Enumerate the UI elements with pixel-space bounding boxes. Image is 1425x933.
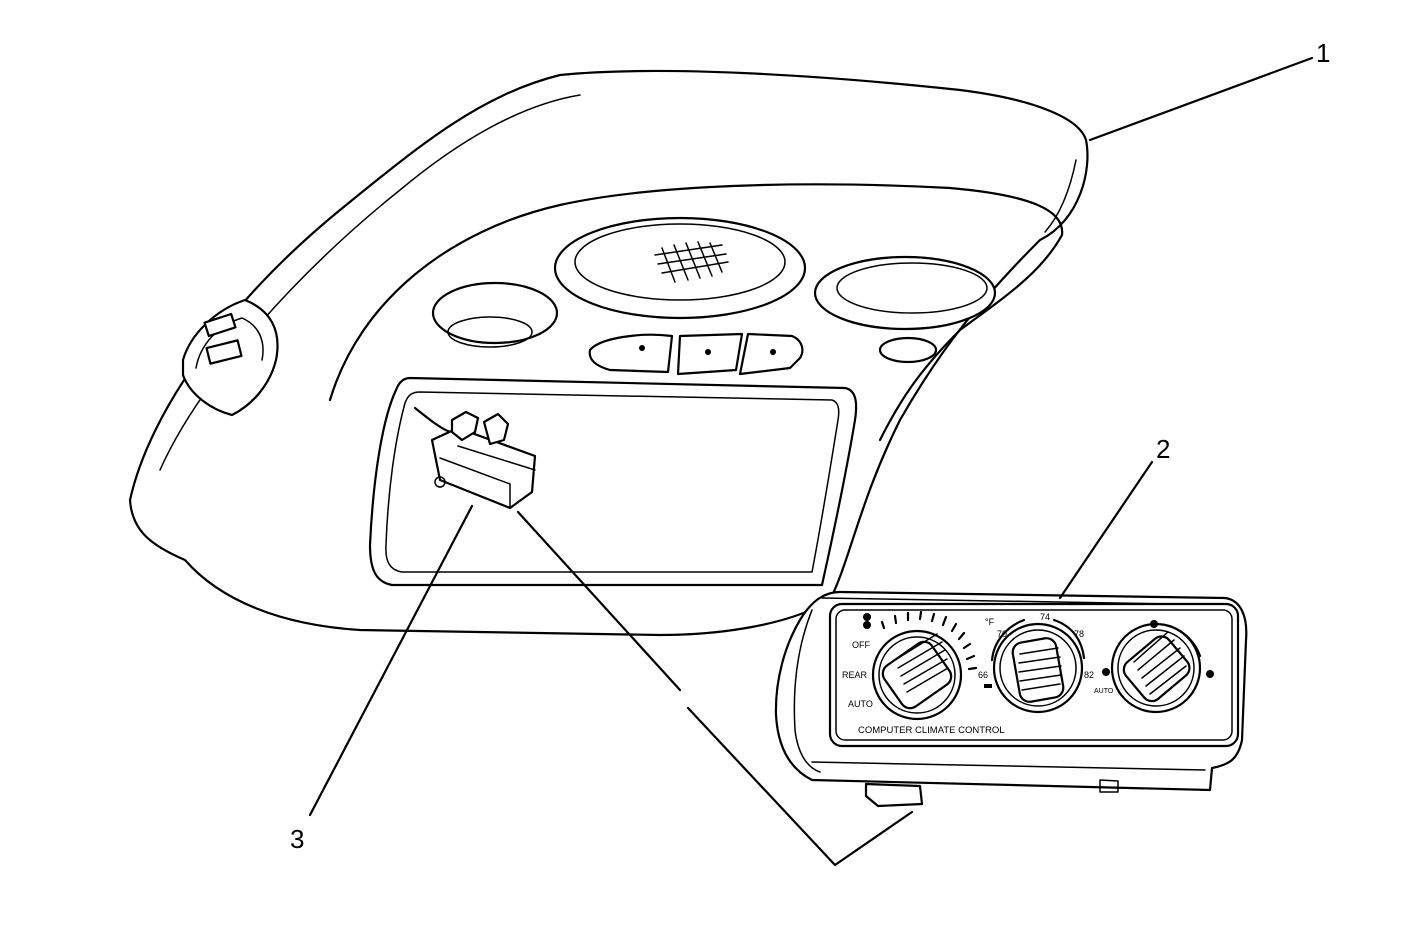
fan-label-rear: REAR	[842, 670, 868, 680]
fan-scale	[880, 610, 978, 671]
temp-value-78: 78	[1074, 629, 1084, 639]
temp-value-82: 82	[1084, 670, 1094, 680]
temp-value-74: 74	[1040, 612, 1050, 622]
temp-auto-label: AUTO	[1094, 688, 1114, 695]
hvac-control-panel: OFF REAR AUTO °F 66 70 74 78 82 AUTO COM…	[774, 590, 1248, 808]
leader-lines	[308, 56, 1314, 867]
side-switch	[181, 298, 279, 417]
temp-value-66: 66	[978, 670, 988, 680]
fan-label-off: OFF	[852, 640, 870, 650]
fan-label-auto: AUTO	[848, 699, 873, 709]
leader-line-connector-lower	[686, 706, 914, 867]
panel-title: COMPUTER CLIMATE CONTROL	[858, 725, 1005, 736]
temp-unit-label: °F	[985, 617, 995, 627]
leader-line-connector-upper	[516, 510, 682, 692]
overhead-console	[128, 69, 1089, 637]
callout-2: 2	[1156, 434, 1170, 464]
leader-line-3	[308, 504, 474, 817]
temperature-knob	[984, 618, 1086, 714]
switch-row	[588, 332, 804, 376]
fan-knob	[863, 613, 963, 721]
leader-line-1	[1088, 56, 1314, 142]
lamp-lens-grid	[654, 241, 729, 283]
mode-knob	[1102, 620, 1214, 714]
electrical-connector	[413, 406, 537, 510]
callout-3: 3	[290, 824, 304, 854]
callout-1: 1	[1316, 38, 1330, 68]
leader-line-2	[1058, 460, 1154, 600]
temp-value-70: 70	[997, 629, 1007, 639]
